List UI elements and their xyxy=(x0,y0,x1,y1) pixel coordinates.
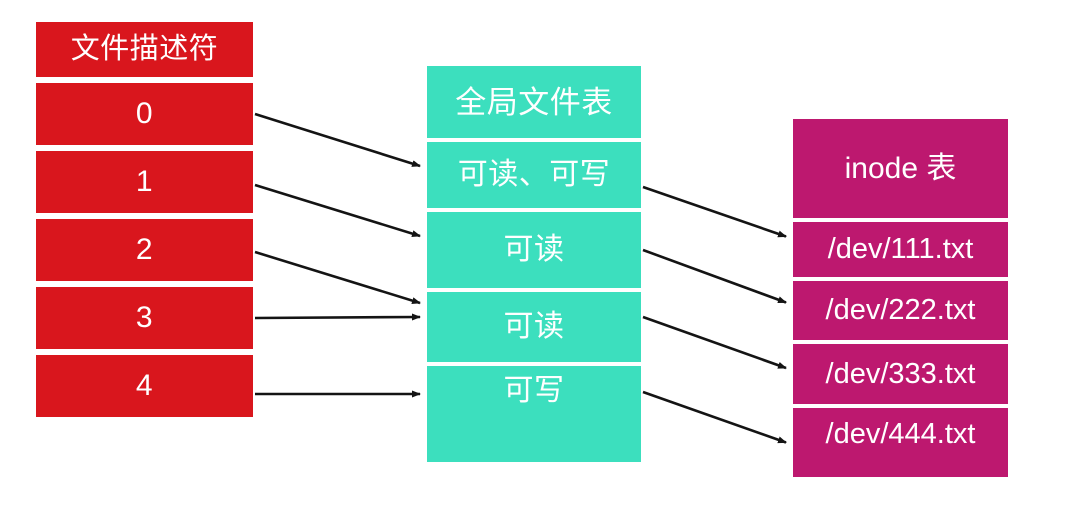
file-descriptor-table: 文件描述符 0 1 2 3 4 xyxy=(36,22,253,417)
file-table-row-3: 可写 xyxy=(427,366,641,462)
arrow-ft-4-to-in-4 xyxy=(642,390,787,444)
inode-row-1: /dev/222.txt xyxy=(793,281,1008,340)
fd-row-0: 0 xyxy=(36,83,253,145)
arrow-ft-2-to-in-2 xyxy=(642,248,787,304)
file-table-row-2: 可读 xyxy=(427,292,641,362)
fd-row-4: 4 xyxy=(36,355,253,417)
file-table-row-1: 可读 xyxy=(427,212,641,288)
inode-row-2: /dev/333.txt xyxy=(793,344,1008,404)
fd-row-2: 2 xyxy=(36,219,253,281)
global-file-table: 全局文件表 可读、可写 可读 可读 可写 xyxy=(427,66,641,462)
file-table-row-0: 可读、可写 xyxy=(427,142,641,208)
inode-table: inode 表 /dev/111.txt /dev/222.txt /dev/3… xyxy=(793,119,1008,477)
fd-row-1: 1 xyxy=(36,151,253,213)
arrow-ft-1-to-in-1 xyxy=(642,185,787,238)
fd-row-3: 3 xyxy=(36,287,253,349)
inode-table-header: inode 表 xyxy=(793,119,1008,218)
arrow-fd-1-to-ft-2 xyxy=(254,183,421,238)
inode-row-0: /dev/111.txt xyxy=(793,222,1008,277)
arrow-fd-3-to-ft-3 xyxy=(254,313,421,321)
arrow-ft-3-to-in-3 xyxy=(642,315,787,370)
inode-row-3: /dev/444.txt xyxy=(793,408,1008,477)
global-file-table-header: 全局文件表 xyxy=(427,66,641,138)
arrow-fd-0-to-ft-1 xyxy=(254,112,421,168)
arrow-fd-2-to-ft-3 xyxy=(254,250,421,305)
file-descriptor-table-header: 文件描述符 xyxy=(36,22,253,77)
